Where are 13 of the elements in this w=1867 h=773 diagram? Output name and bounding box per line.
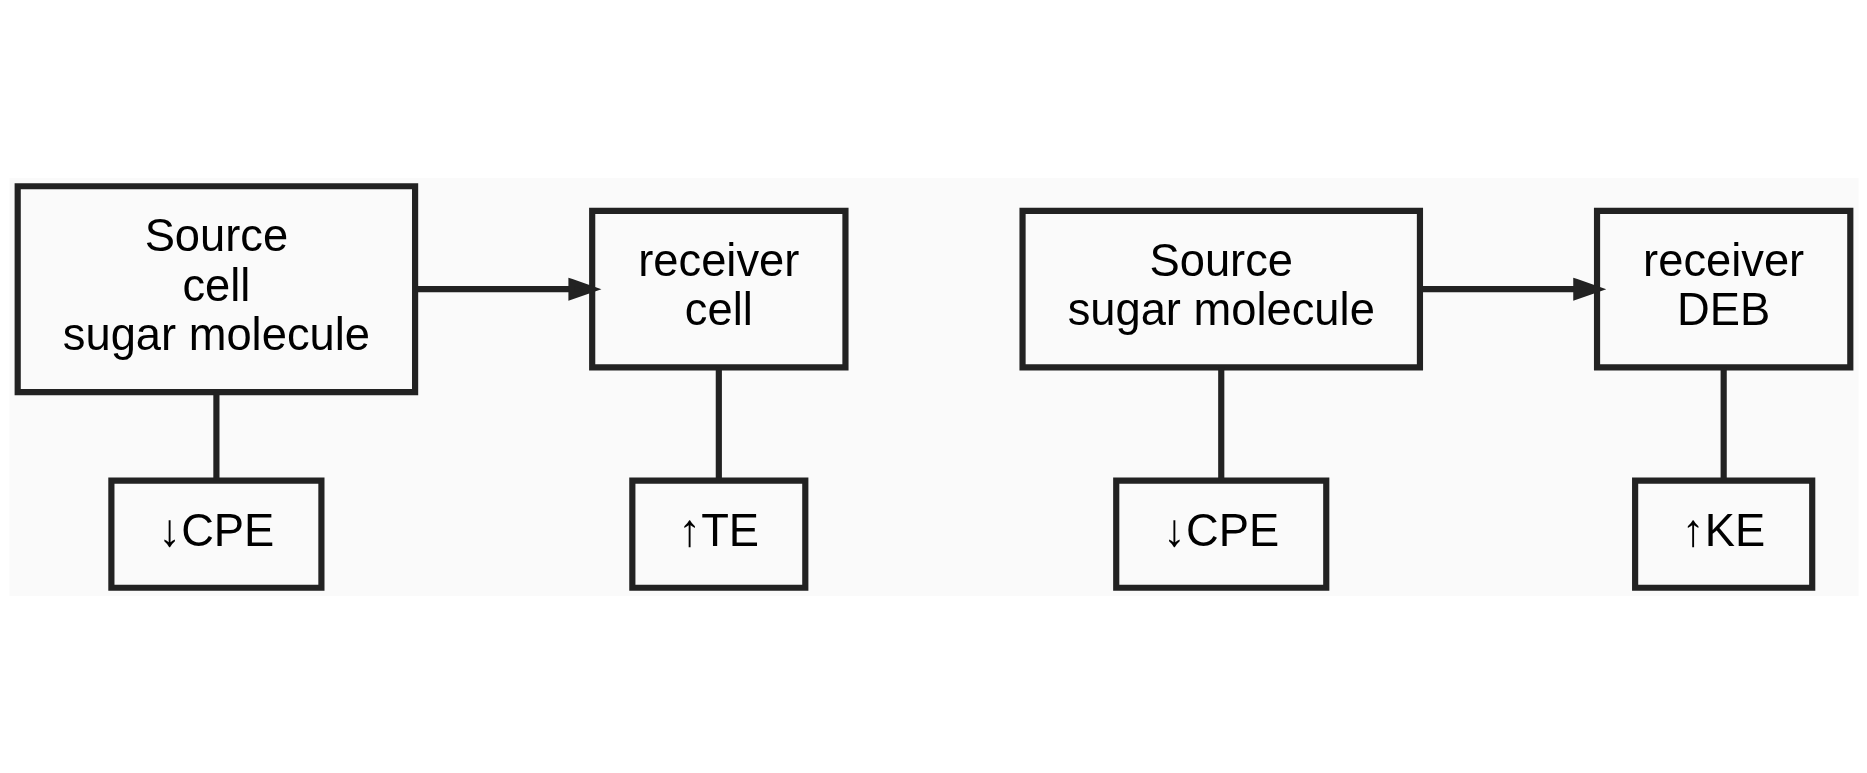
- node-box: ↑KE: [1631, 477, 1815, 591]
- node-box: ↑TE: [628, 477, 808, 591]
- connector: [1217, 367, 1224, 480]
- connector: [212, 392, 219, 480]
- node-box: Source cell sugar molecule: [14, 182, 418, 395]
- node-box: ↓CPE: [1112, 477, 1329, 591]
- connector: [715, 367, 722, 480]
- node-box: receiver cell: [588, 207, 849, 371]
- node-box: ↓CPE: [107, 477, 324, 591]
- arrow: [415, 277, 601, 301]
- node-box: Source sugar molecule: [1018, 207, 1423, 371]
- node-box: receiver DEB: [1593, 207, 1853, 371]
- connector: [1720, 367, 1727, 480]
